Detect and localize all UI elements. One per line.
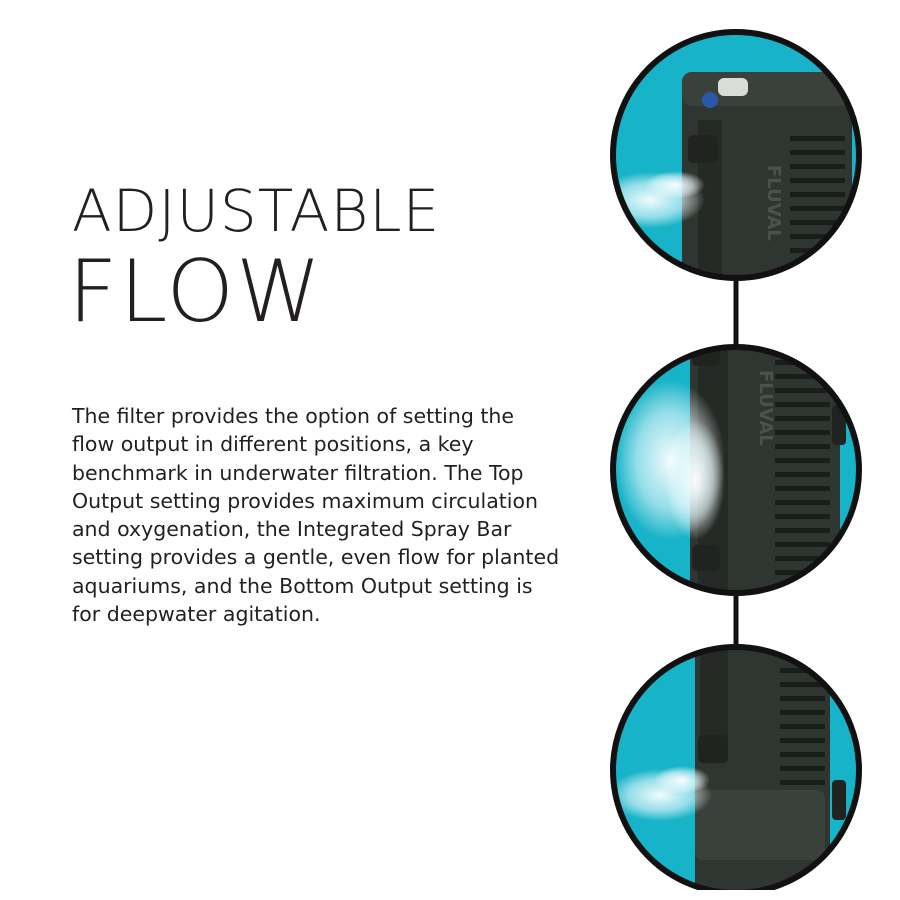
heading-line-1: ADJUSTABLE bbox=[72, 177, 441, 245]
spray-bar-circle: FLUVAL bbox=[610, 344, 862, 596]
filter-output-illustrations: FLUVAL FLUVAL bbox=[610, 29, 862, 890]
description-text: The filter provides the option of settin… bbox=[72, 404, 560, 627]
brand-label: FLUVAL bbox=[755, 370, 776, 446]
bottom-output-circle bbox=[610, 644, 862, 890]
top-output-circle: FLUVAL bbox=[610, 29, 862, 281]
heading-line-2: FLOW bbox=[68, 242, 324, 342]
brand-label: FLUVAL bbox=[763, 165, 784, 241]
